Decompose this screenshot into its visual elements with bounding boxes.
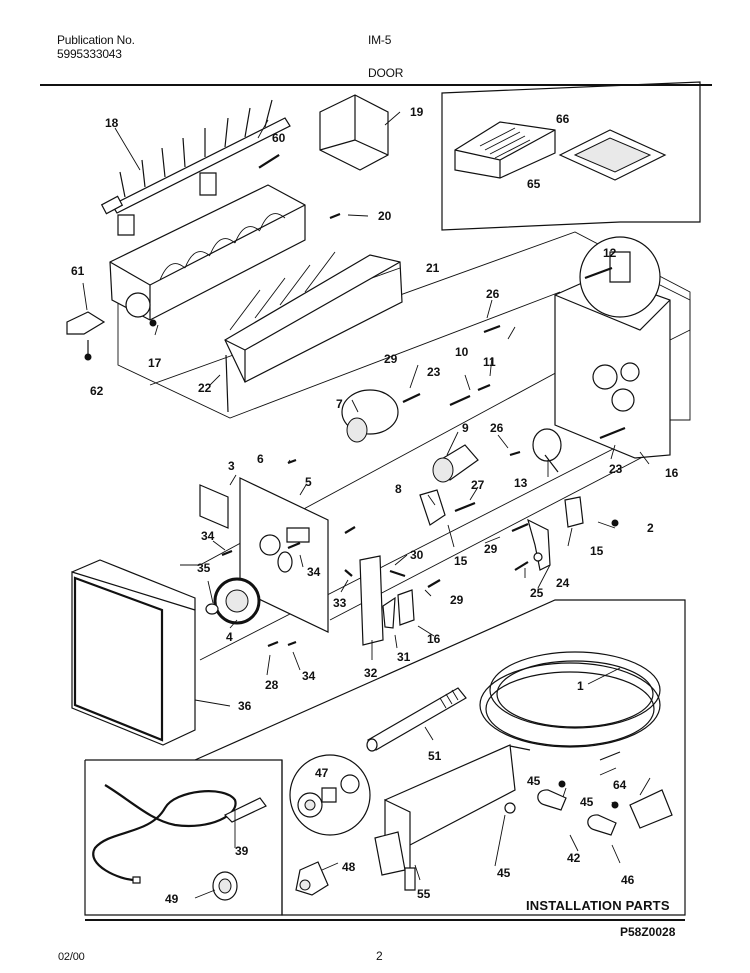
ice-bin-inset xyxy=(442,82,700,230)
callout-60: 60 xyxy=(272,131,286,145)
page-number: 2 xyxy=(376,949,383,963)
switch-parts xyxy=(360,490,583,645)
figure-code: P58Z0028 xyxy=(620,925,676,939)
header-rule xyxy=(40,84,712,86)
assembly-projection-lines xyxy=(118,232,690,660)
section-title: DOOR xyxy=(368,66,404,80)
callout-49: 49 xyxy=(165,892,179,906)
callout-48: 48 xyxy=(342,860,356,874)
callout-47: 47 xyxy=(315,766,329,780)
callout-45-top: 45 xyxy=(527,774,541,788)
callout-15-left: 15 xyxy=(454,554,468,568)
callout-28: 28 xyxy=(265,678,279,692)
callout-2: 2 xyxy=(647,521,654,535)
callout-9: 9 xyxy=(462,421,469,435)
callout-22: 22 xyxy=(198,381,212,395)
callout-21: 21 xyxy=(426,261,440,275)
callout-64: 64 xyxy=(613,778,627,792)
callout-34-mid: 34 xyxy=(307,565,321,579)
callout-26-top: 26 xyxy=(486,287,500,301)
support-plate-part xyxy=(240,478,328,632)
callout-26-mid: 26 xyxy=(490,421,504,435)
callout-34-low: 34 xyxy=(302,669,316,683)
callout-25: 25 xyxy=(530,586,544,600)
callout-42: 42 xyxy=(567,851,581,865)
callout-23-left: 23 xyxy=(427,365,441,379)
bracket-part xyxy=(67,312,104,360)
footer-date: 02/00 xyxy=(58,951,85,963)
callout-15-right: 15 xyxy=(590,544,604,558)
callout-45-mid: 45 xyxy=(580,795,594,809)
publication-label: Publication No. xyxy=(57,33,135,47)
screws xyxy=(222,155,625,646)
installation-parts-panel xyxy=(85,600,685,915)
callout-16-housing: 16 xyxy=(665,466,679,480)
thermostat-part xyxy=(433,445,478,482)
callout-16-switch: 16 xyxy=(427,632,441,646)
publication-number: 5995333043 xyxy=(57,47,122,61)
callout-27: 27 xyxy=(471,478,485,492)
callout-7: 7 xyxy=(336,397,343,411)
leader-lines xyxy=(83,112,650,898)
callout-33: 33 xyxy=(333,596,347,610)
cover-part xyxy=(320,95,388,170)
ejector-blade-part xyxy=(102,100,290,214)
callout-29-mid: 29 xyxy=(484,542,498,556)
callout-18: 18 xyxy=(105,116,119,130)
callout-30: 30 xyxy=(410,548,424,562)
callout-65: 65 xyxy=(527,177,541,191)
callout-11: 11 xyxy=(483,355,496,369)
callout-5: 5 xyxy=(305,475,312,489)
callout-24: 24 xyxy=(556,576,570,590)
fill-tube-part xyxy=(367,688,466,751)
callout-31: 31 xyxy=(397,650,411,664)
callout-46: 46 xyxy=(621,873,635,887)
callout-39: 39 xyxy=(235,844,249,858)
callout-35: 35 xyxy=(197,561,211,575)
callout-1: 1 xyxy=(577,679,584,693)
stripper-part xyxy=(225,252,402,412)
callout-61: 61 xyxy=(71,264,85,278)
callout-36: 36 xyxy=(238,699,252,713)
callout-32: 32 xyxy=(364,666,378,680)
ice-mold-part xyxy=(110,173,305,326)
callout-19: 19 xyxy=(410,105,424,119)
callout-13: 13 xyxy=(514,476,528,490)
timing-cam-part xyxy=(533,429,561,472)
water-valve-part xyxy=(290,745,515,895)
water-tube-coil-part xyxy=(480,652,660,760)
callout-66: 66 xyxy=(556,112,570,126)
callout-34-left: 34 xyxy=(201,529,215,543)
callout-51: 51 xyxy=(428,749,442,763)
callout-55: 55 xyxy=(417,887,431,901)
wire-harness-part xyxy=(93,785,266,900)
callout-3: 3 xyxy=(228,459,235,473)
callout-4: 4 xyxy=(226,630,233,644)
callout-20: 20 xyxy=(378,209,392,223)
callout-6: 6 xyxy=(257,452,264,466)
model-code: IM-5 xyxy=(368,33,392,47)
gear-part xyxy=(206,579,259,623)
callout-45-valve: 45 xyxy=(497,866,511,880)
motor-part xyxy=(342,390,398,442)
callout-10: 10 xyxy=(455,345,469,359)
callout-12: 12 xyxy=(603,246,617,260)
callout-29-top: 29 xyxy=(384,352,398,366)
callout-62: 62 xyxy=(90,384,104,398)
callout-23-right: 23 xyxy=(609,462,623,476)
installation-parts-title: INSTALLATION PARTS xyxy=(526,898,670,913)
clamp-parts xyxy=(505,781,672,835)
control-housing-part xyxy=(555,237,670,458)
callout-17: 17 xyxy=(148,356,162,370)
front-cover-part xyxy=(72,560,195,745)
callout-29-low: 29 xyxy=(450,593,464,607)
footer-rule xyxy=(85,919,685,921)
insulator-part xyxy=(200,485,228,528)
callout-8: 8 xyxy=(395,482,402,496)
